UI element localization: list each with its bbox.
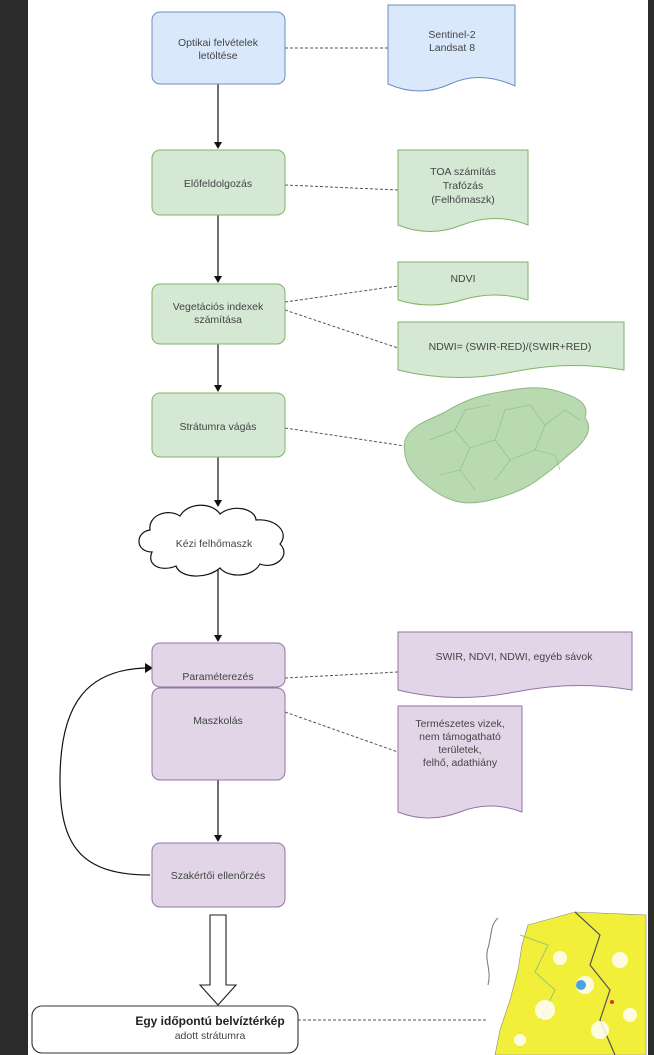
- result-map-area: [494, 911, 647, 1055]
- hungary-map-image: [403, 387, 590, 504]
- arrowhead: [214, 635, 222, 642]
- doc-bands-line: SWIR, NDVI, NDWI, egyéb sávok: [436, 651, 594, 663]
- step-params-box: [151, 642, 286, 688]
- arrowhead: [214, 385, 222, 392]
- doc-bands: [397, 631, 633, 699]
- step-masking-box: [151, 687, 286, 781]
- step-indices-label-1: Vegetációs indexek: [173, 301, 264, 313]
- step-download-label-2: letöltése: [198, 50, 237, 62]
- result-arrow: [198, 914, 238, 1006]
- doc-sources: [387, 4, 516, 92]
- result-map-marker: [610, 1000, 614, 1004]
- doc-toa-line-1: TOA számítás: [430, 166, 496, 178]
- step-masking-label: Maszkolás: [193, 715, 243, 727]
- step-preprocess-box: [151, 149, 286, 216]
- step-params-label: Paraméterezés: [182, 671, 253, 683]
- doc-sources-line-1: Sentinel-2: [428, 29, 475, 41]
- doc-ndwi-line: NDWI= (SWIR-RED)/(SWIR+RED): [429, 341, 592, 353]
- result-map-water: [576, 980, 586, 990]
- doc-toa-line-2: Trafózás: [443, 180, 483, 192]
- doc-toa: [397, 149, 529, 232]
- result-box: [31, 1005, 299, 1054]
- feedback-loop-arrow: [59, 667, 151, 876]
- doc-ndvi-line: NDVI: [450, 273, 475, 285]
- dash-clip-map: [284, 427, 406, 447]
- dash-indices-ndvi: [284, 285, 399, 303]
- step-download-label-1: Optikai felvételek: [178, 37, 259, 49]
- step-indices-box: [151, 283, 286, 345]
- arrowheads: [145, 142, 222, 842]
- arrowhead: [145, 663, 153, 673]
- result-map-river: [486, 917, 499, 986]
- step-expert-box: [151, 842, 286, 908]
- doc-mask-line-1: Természetes vizek,: [415, 718, 504, 730]
- dash-preprocess-toa: [284, 184, 399, 191]
- dash-params-bands: [284, 671, 399, 679]
- arrowhead: [214, 142, 222, 149]
- diagram-page: [28, 0, 648, 1055]
- hungary-outline: [403, 387, 590, 504]
- dashed-connectors: [284, 47, 488, 1021]
- step-clip-box: [151, 392, 286, 458]
- arrowhead: [214, 500, 222, 507]
- step-cloudmask-label: Kézi felhőmaszk: [176, 538, 253, 550]
- doc-toa-line-3: (Felhőmaszk): [431, 194, 495, 206]
- doc-ndvi: [397, 261, 529, 306]
- county-borders: [429, 404, 581, 491]
- cloud-mask-shape: [138, 504, 285, 577]
- doc-mask-line-4: felhő, adathiány: [423, 757, 498, 769]
- flow-connectors: [59, 84, 219, 876]
- result-map-image: [486, 911, 647, 1055]
- step-download-box: [151, 11, 286, 85]
- doc-mask-items: [397, 705, 523, 819]
- doc-mask-line-3: területek,: [438, 744, 481, 756]
- step-clip-label: Strátumra vágás: [179, 421, 256, 433]
- doc-ndwi: [397, 321, 625, 379]
- step-indices-label-2: számítása: [194, 314, 242, 326]
- step-expert-label: Szakértői ellenőrzés: [171, 870, 266, 882]
- step-preprocess-label: Előfeldolgozás: [184, 178, 252, 190]
- result-title: Egy időpontú belvíztérkép: [135, 1014, 284, 1028]
- arrowhead: [214, 276, 222, 283]
- arrowhead: [214, 835, 222, 842]
- result-map-patches: [514, 951, 637, 1046]
- doc-mask-line-2: nem támogatható: [419, 731, 501, 743]
- result-map-border-2: [519, 934, 556, 1021]
- result-subtitle: adott strátumra: [175, 1030, 246, 1042]
- doc-sources-line-2: Landsat 8: [429, 42, 475, 54]
